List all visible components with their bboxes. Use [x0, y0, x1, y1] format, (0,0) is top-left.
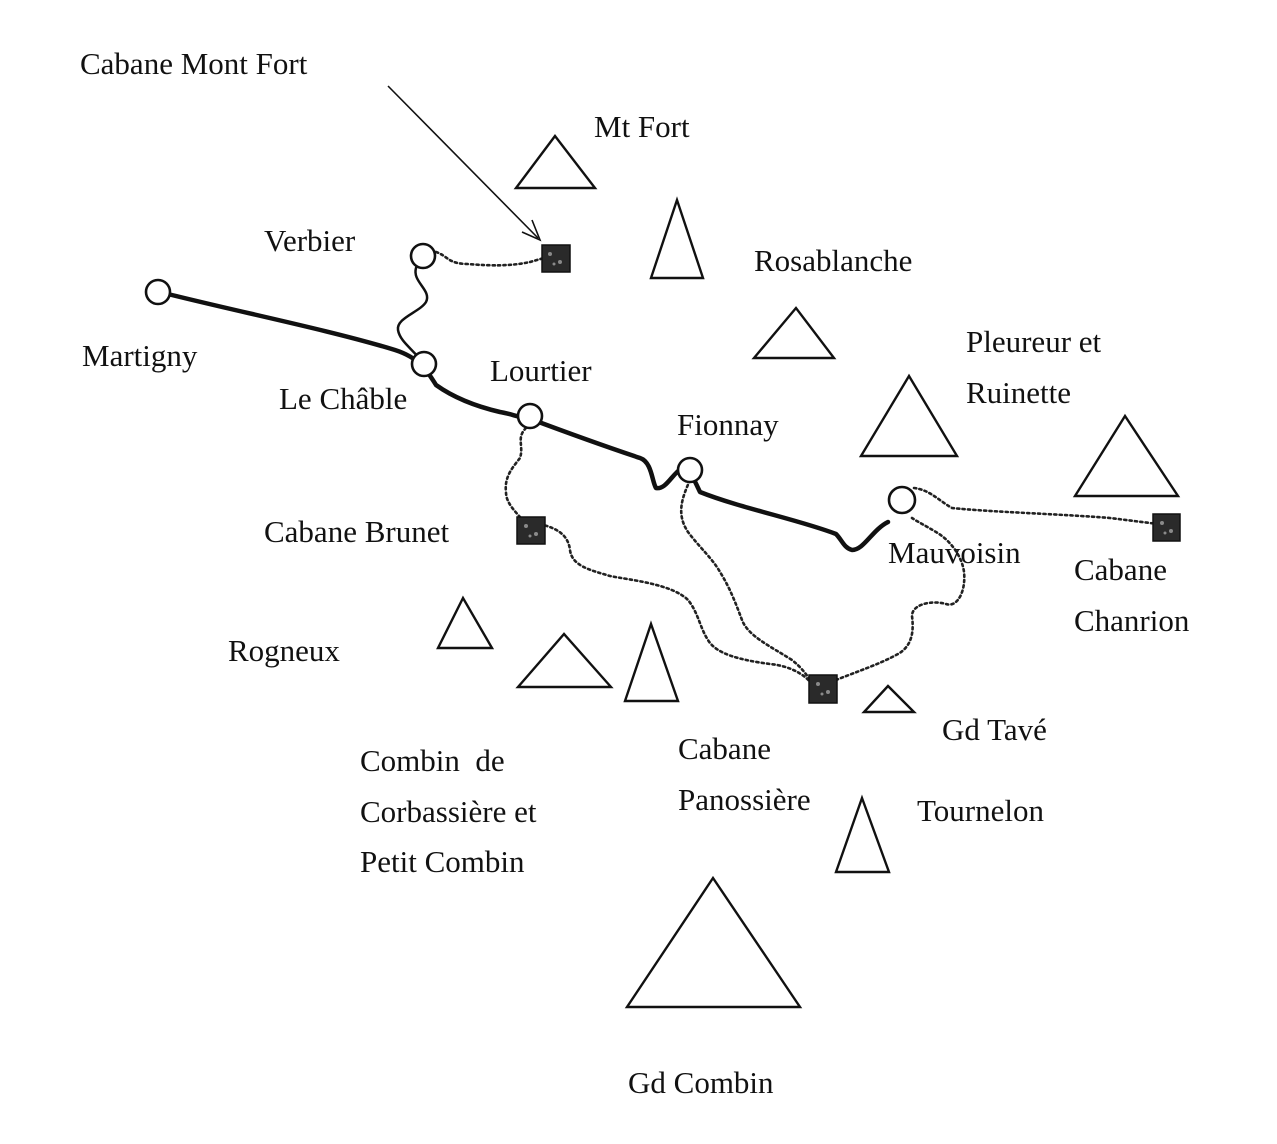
- peak-rosablanche-icon: [751, 306, 837, 360]
- road-martigny-mauvoisin: [157, 289, 891, 553]
- label-combin-line3: Petit Combin: [360, 844, 525, 879]
- town-martigny-icon: [144, 278, 172, 306]
- peak-gd-tave-icon: [861, 684, 917, 714]
- trail-fionnay-panossiere: [679, 478, 814, 686]
- trail-lourtier-brunet: [504, 426, 530, 528]
- label-lourtier: Lourtier: [490, 353, 592, 388]
- label-rosablanche: Rosablanche: [754, 243, 912, 278]
- label-cabane-panossiere-line1: Cabane: [678, 731, 771, 766]
- pointer-arrow-icon: [387, 85, 542, 242]
- peak-combin-corbassiere-icon: [515, 632, 614, 689]
- peak-tournelon-icon: [834, 794, 891, 874]
- peak-pleureur-icon: [858, 373, 960, 458]
- label-cabane-brunet: Cabane Brunet: [264, 514, 449, 549]
- trail-panossiere-mauvoisin: [834, 516, 966, 682]
- road-network: [157, 254, 891, 553]
- label-gd-tave: Gd Tavé: [942, 712, 1047, 747]
- label-combin-line1: Combin de: [360, 743, 505, 778]
- hut-brunet-icon: [516, 516, 546, 545]
- town-fionnay-icon: [676, 456, 704, 484]
- huts: [516, 244, 1181, 704]
- label-cabane-panossiere-line2: Panossière: [678, 782, 811, 817]
- label-martigny: Martigny: [82, 338, 198, 373]
- trail-verbier-mont-fort: [434, 250, 546, 267]
- peak-mt-fort-spire-icon: [649, 196, 705, 280]
- label-pleureur-line2: Ruinette: [966, 375, 1071, 410]
- label-rogneux: Rogneux: [228, 633, 340, 668]
- label-mauvoisin: Mauvoisin: [888, 535, 1021, 570]
- label-verbier: Verbier: [264, 223, 356, 258]
- peak-mt-fort-icon: [513, 134, 598, 190]
- hut-panossiere-icon: [808, 674, 838, 704]
- label-mt-fort: Mt Fort: [594, 109, 690, 144]
- label-combin-line2: Corbassière et: [360, 794, 537, 829]
- town-lourtier-icon: [516, 402, 544, 430]
- label-cabane-chanrion-line1: Cabane: [1074, 552, 1167, 587]
- hut-chanrion-icon: [1152, 513, 1181, 542]
- peak-gd-combin-icon: [624, 875, 803, 1009]
- label-gd-combin: Gd Combin: [628, 1065, 774, 1100]
- hut-mont-fort-icon: [541, 244, 571, 273]
- label-cabane-chanrion-line2: Chanrion: [1074, 603, 1190, 638]
- peak-rogneux-icon: [436, 595, 495, 650]
- peaks: [436, 134, 1181, 1009]
- place-labels: Cabane Mont Fort Mt Fort Verbier Rosabla…: [80, 46, 1190, 1100]
- peak-petit-combin-icon: [623, 620, 680, 703]
- label-tournelon: Tournelon: [917, 793, 1044, 828]
- town-verbier-icon: [409, 242, 437, 270]
- trail-mauvoisin-chanrion: [912, 486, 1160, 526]
- town-mauvoisin-icon: [887, 485, 917, 515]
- label-cabane-mont-fort: Cabane Mont Fort: [80, 46, 308, 81]
- town-le-chable-icon: [410, 350, 438, 378]
- label-fionnay: Fionnay: [677, 407, 779, 442]
- trail-brunet-panossiere: [538, 522, 814, 686]
- label-le-chable: Le Châble: [279, 381, 407, 416]
- trail-network: [434, 250, 1160, 686]
- road-le-chable-verbier: [396, 254, 429, 364]
- peak-ruinette-icon: [1072, 413, 1181, 498]
- towns: [144, 242, 917, 515]
- label-pleureur-line1: Pleureur et: [966, 324, 1102, 359]
